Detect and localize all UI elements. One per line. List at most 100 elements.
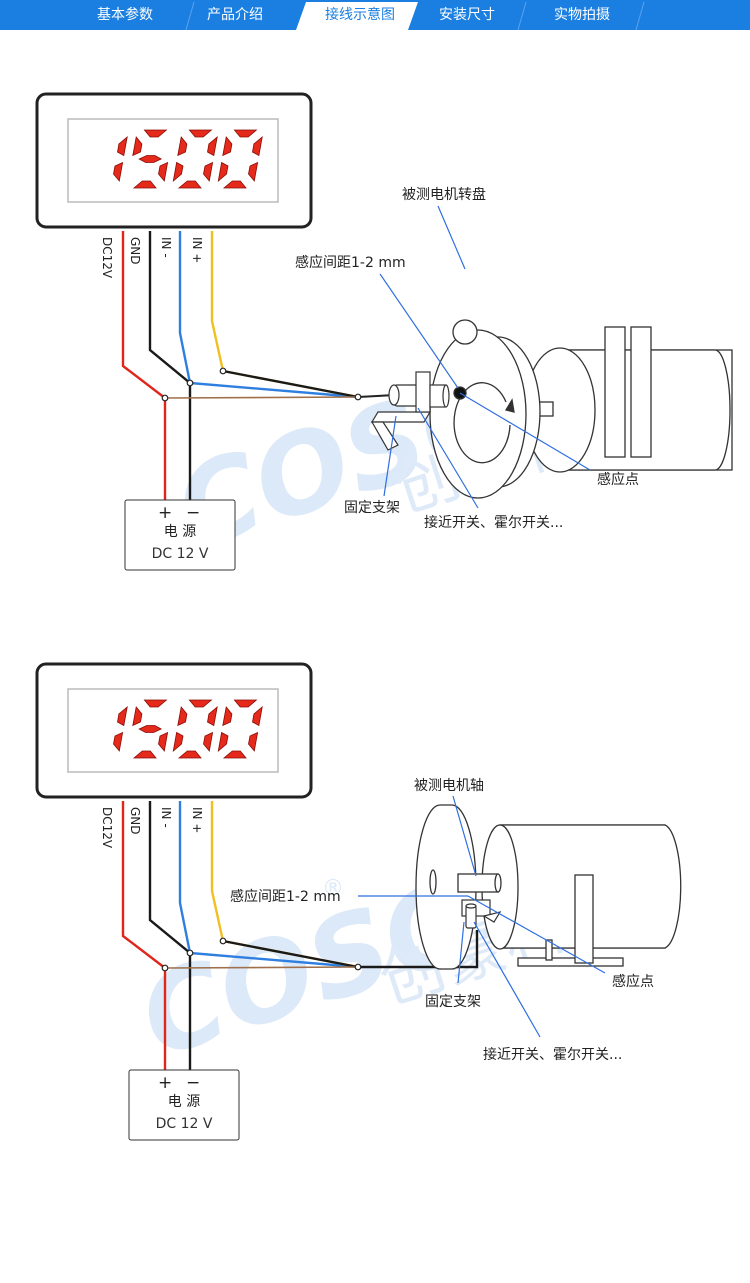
- led-segment: [203, 731, 214, 752]
- motor-with-shaft: [415, 804, 682, 970]
- power-plus: +: [158, 1073, 172, 1093]
- label-gap: 感应间距1-2 mm: [295, 254, 406, 271]
- wire-in-minus: [178, 231, 359, 399]
- led-segment: [138, 725, 163, 733]
- led-segment: [117, 135, 128, 157]
- led-digit: [172, 129, 218, 189]
- label-sensing-point: 感应点: [597, 471, 639, 488]
- power-box: + − 电 源 DC 12 V: [124, 499, 236, 571]
- led-digits: [113, 129, 263, 189]
- wire-label-gnd: GND: [128, 237, 142, 265]
- power-minus: −: [186, 1073, 200, 1093]
- label-sensor: 接近开关、霍尔开关...: [424, 514, 563, 531]
- led-segment: [172, 731, 184, 753]
- led-segment: [252, 135, 263, 157]
- wire-nodes: [161, 367, 362, 402]
- panel-meter: [35, 92, 313, 229]
- tab-install-size[interactable]: 安装尺寸: [439, 7, 495, 23]
- leader-lines: [358, 795, 606, 1038]
- led-digit: [132, 129, 169, 189]
- wiring-diagram-disc: COSO 创豪科技 DC12V GND IN - IN + + − 电 源 DC…: [35, 92, 733, 574]
- power-spec: DC 12 V: [156, 1116, 213, 1132]
- led-segment: [158, 731, 169, 752]
- label-target-disc: 被测电机转盘: [402, 186, 486, 203]
- wire-dc12v: [121, 801, 167, 1078]
- wire-in-plus-lower: [222, 369, 359, 399]
- led-digits: [113, 699, 263, 759]
- wire-label-dc12v: DC12V: [100, 237, 114, 279]
- led-segment: [203, 161, 214, 182]
- wire-gnd: [148, 801, 192, 1078]
- wiring-diagram-shaft: COSO ® 创豪科技 DC12V GND IN - IN + + − 电 源 …: [35, 662, 682, 1141]
- label-sensor: 接近开关、霍尔开关...: [483, 1046, 622, 1063]
- led-segment: [248, 161, 259, 182]
- power-box: + − 电 源 DC 12 V: [128, 1069, 240, 1141]
- led-digit: [172, 699, 218, 759]
- wire-label-in-plus: IN +: [190, 237, 204, 263]
- led-segment: [222, 750, 247, 759]
- label-sensing-point: 感应点: [612, 973, 654, 990]
- wire-brown: [164, 396, 359, 399]
- led-segment: [132, 136, 143, 157]
- wire-nodes: [161, 937, 362, 972]
- power-title: 电 源: [164, 524, 196, 540]
- label-gap: 感应间距1-2 mm: [230, 888, 341, 905]
- tab-basic-params[interactable]: 基本参数: [97, 7, 153, 23]
- led-segment: [113, 161, 124, 182]
- led-segment: [138, 155, 163, 163]
- led-segment: [217, 731, 229, 753]
- led-segment: [207, 705, 218, 727]
- led-segment: [113, 731, 124, 752]
- wire-brown: [164, 966, 359, 969]
- wire-label-in-minus: IN -: [159, 807, 173, 828]
- led-segment: [217, 161, 229, 183]
- led-digit: [113, 135, 128, 182]
- led-segment: [222, 180, 247, 189]
- led-segment: [143, 129, 168, 138]
- motor-with-disc: [429, 319, 733, 499]
- wire-gnd: [148, 231, 192, 508]
- watermark-mark: ®: [322, 876, 344, 901]
- led-segment: [158, 161, 169, 182]
- led-segment: [248, 731, 259, 752]
- led-segment: [117, 705, 128, 727]
- led-segment: [233, 699, 258, 708]
- led-segment: [143, 699, 168, 708]
- tab-bar-background: [0, 0, 750, 30]
- wire-in-minus: [178, 801, 359, 969]
- tab-wiring-diagram[interactable]: 接线示意图: [325, 7, 395, 23]
- wire-label-gnd: GND: [128, 807, 142, 835]
- panel-meter: [35, 662, 313, 799]
- wire-dc12v: [121, 231, 167, 508]
- wires: [121, 231, 396, 508]
- wire-label-in-plus: IN +: [190, 807, 204, 833]
- wire-label-dc12v: DC12V: [100, 807, 114, 849]
- power-plus: +: [158, 503, 172, 523]
- led-segment: [177, 136, 188, 157]
- led-segment: [207, 135, 218, 157]
- label-bracket: 固定支架: [344, 500, 400, 516]
- led-segment: [222, 706, 233, 727]
- power-spec: DC 12 V: [152, 546, 209, 562]
- led-segment: [177, 180, 202, 189]
- led-digit: [217, 129, 263, 189]
- tab-real-photos[interactable]: 实物拍摄: [554, 7, 610, 23]
- active-tab-shape: [296, 2, 418, 30]
- tab-product-intro[interactable]: 产品介绍: [207, 7, 263, 23]
- led-segment: [132, 750, 157, 759]
- label-bracket: 固定支架: [425, 994, 481, 1010]
- led-segment: [188, 699, 213, 708]
- power-title: 电 源: [168, 1094, 200, 1110]
- tab-bar: 基本参数 产品介绍 接线示意图 安装尺寸 实物拍摄: [0, 0, 750, 30]
- led-segment: [222, 136, 233, 157]
- wire-in-plus-lower: [222, 939, 359, 969]
- led-digit: [113, 705, 128, 752]
- label-target-shaft: 被测电机轴: [414, 778, 484, 794]
- led-segment: [132, 706, 143, 727]
- sensor-with-bracket: [370, 371, 450, 451]
- wire-label-in-minus: IN -: [159, 237, 173, 258]
- led-segment: [188, 129, 213, 138]
- led-segment: [172, 161, 184, 183]
- led-digit: [132, 699, 169, 759]
- led-segment: [177, 750, 202, 759]
